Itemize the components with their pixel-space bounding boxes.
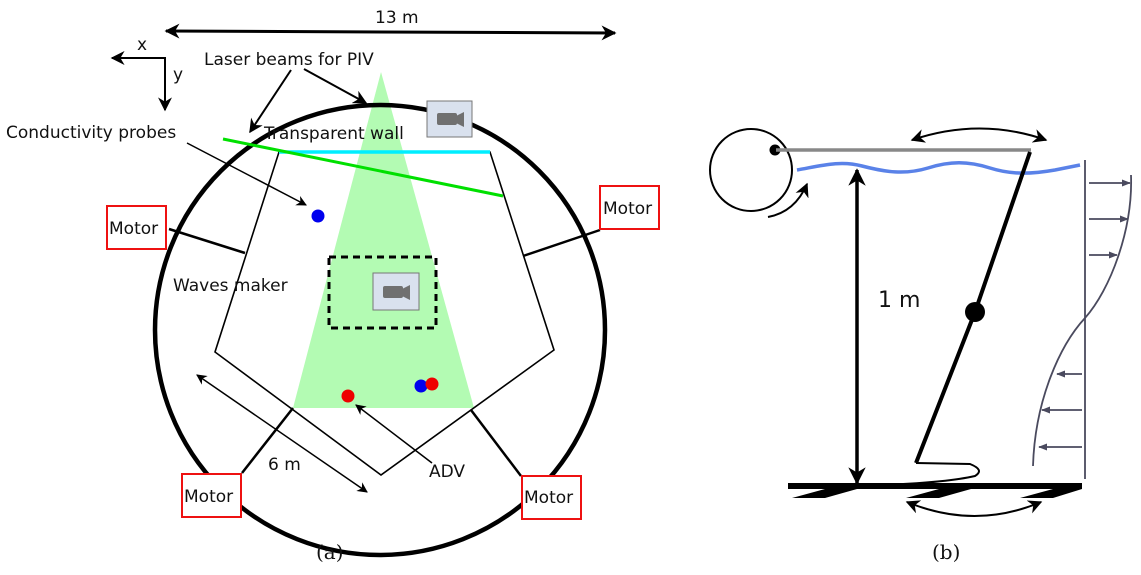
conductivity-probes-label: Conductivity probes: [6, 123, 176, 143]
motor-box-bottom-left: Motor: [181, 473, 242, 518]
velocity-profile: [1032, 160, 1132, 479]
camera-icon-top: [426, 100, 473, 138]
panel-b: 1 m (b): [709, 127, 1132, 564]
motor-box-right: Motor: [599, 185, 660, 230]
motor-arm-bottom-right: [470, 409, 522, 477]
laser-beams-label: Laser beams for PIV: [204, 50, 374, 70]
transparent-wall-label: Transparent wall: [263, 124, 404, 144]
laser-beam-line: [222, 137, 504, 198]
motor-box-left: Motor: [106, 205, 167, 250]
adv-probe-red: [341, 389, 355, 403]
axis-x-label: x: [137, 35, 147, 55]
conductivity-arrow: [186, 142, 307, 206]
laser-arrow-right: [303, 68, 368, 104]
floor-oscillation-arrow-icon: [905, 500, 1043, 517]
water-surface: [796, 161, 1081, 175]
axis-lines: [112, 57, 166, 108]
measurement-window: [327, 255, 438, 330]
adv-label: ADV: [429, 462, 465, 482]
conductivity-probe-blue: [311, 209, 325, 223]
caption-b: (b): [932, 540, 960, 564]
motor-box-bottom-right: Motor: [521, 475, 582, 520]
adv-probe-red: [425, 377, 439, 391]
laser-sheet: [293, 72, 474, 408]
axis-indicator: x y: [110, 35, 183, 112]
waves-maker-label: Waves maker: [173, 276, 288, 296]
wheel-pivot: [769, 144, 781, 156]
dimension-arrow-6m: [196, 374, 368, 493]
motor-label: Motor: [524, 488, 573, 508]
paddle-base-curve: [850, 462, 980, 487]
probe-blue-bottom: [414, 379, 428, 393]
dimension-label-13m: 13 m: [375, 8, 419, 28]
depth-label: 1 m: [878, 288, 920, 313]
paddle-hinge: [965, 302, 985, 322]
floor: [788, 483, 1082, 498]
tank-circle: [152, 102, 608, 558]
profile-curve: [1032, 174, 1132, 467]
panel-a: 13 m x y Motor Motor: [6, 8, 660, 564]
camera-icon-center: [372, 272, 420, 311]
dimension-arrow-13m: [164, 23, 617, 41]
motor-arm-left: [168, 227, 246, 255]
drive-wheel: [709, 128, 793, 212]
motor-arm-right: [522, 228, 601, 258]
axis-y-label: y: [173, 65, 183, 85]
motor-label: Motor: [184, 487, 233, 507]
motor-label: Motor: [109, 219, 158, 239]
wheel-rotation-arrow-icon: [767, 182, 809, 218]
motor-label: Motor: [603, 199, 652, 219]
adv-arrow: [355, 404, 433, 464]
laser-arrow-left: [249, 69, 292, 134]
dimension-label-6m: 6 m: [268, 455, 301, 475]
caption-a: (a): [316, 540, 344, 564]
rod-oscillation-arrow-icon: [910, 127, 1048, 143]
